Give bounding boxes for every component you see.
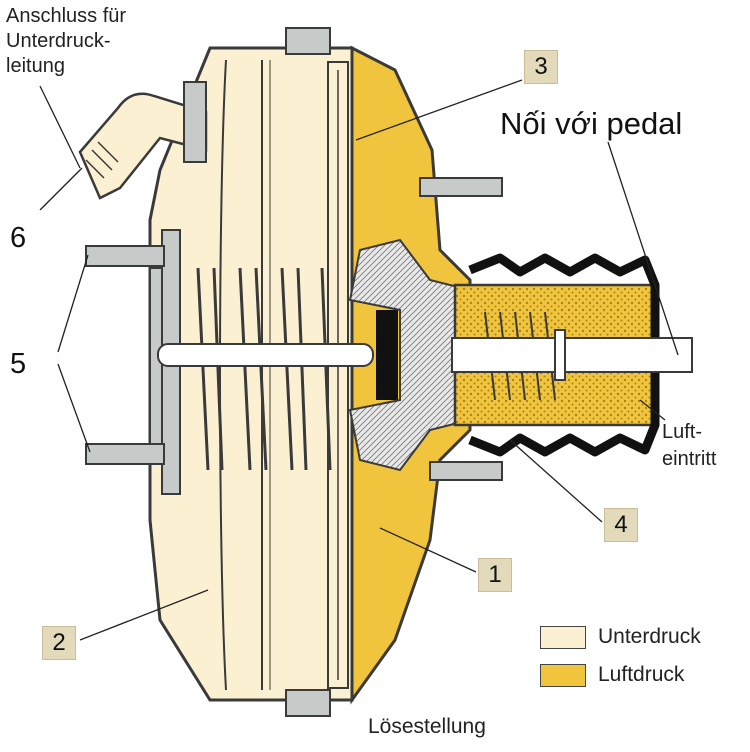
legend-swatch-air <box>540 664 586 687</box>
legend-label-vacuum: Unterdruck <box>598 625 701 648</box>
clamp-top <box>285 27 331 55</box>
tag-4: 4 <box>604 508 638 542</box>
stud-lower-right <box>429 461 503 481</box>
port-label-line3: leitung <box>6 55 65 77</box>
tag-2: 2 <box>42 626 76 660</box>
diaphragm <box>219 59 227 691</box>
tag-3: 3 <box>524 50 558 84</box>
pedal-label: Nối với pedal <box>500 106 683 141</box>
air-inlet-line2: eintritt <box>662 448 717 470</box>
pedal-rod <box>451 337 693 373</box>
caption: Lösestellung <box>368 715 486 738</box>
push-rod <box>157 343 374 367</box>
stud-lower-left <box>85 443 165 465</box>
port-label-line2: Unterdruck- <box>6 30 111 52</box>
stud-upper-left <box>85 245 165 267</box>
return-spring <box>196 267 332 471</box>
legend-swatch-vacuum <box>540 626 586 649</box>
stud-upper-right <box>419 177 503 197</box>
vacuum-connector <box>78 92 208 200</box>
tag-1: 1 <box>478 558 512 592</box>
leader-lines <box>39 79 679 641</box>
legend-label-air: Luftdruck <box>598 663 685 686</box>
clamp-bottom <box>285 689 331 717</box>
number-6: 6 <box>10 222 27 254</box>
reaction-disc <box>376 310 398 400</box>
number-5: 5 <box>10 348 27 380</box>
valve-body <box>348 238 471 472</box>
air-inlet-line1: Luft- <box>662 421 703 443</box>
port-label-line1: Anschluss für <box>6 5 127 27</box>
